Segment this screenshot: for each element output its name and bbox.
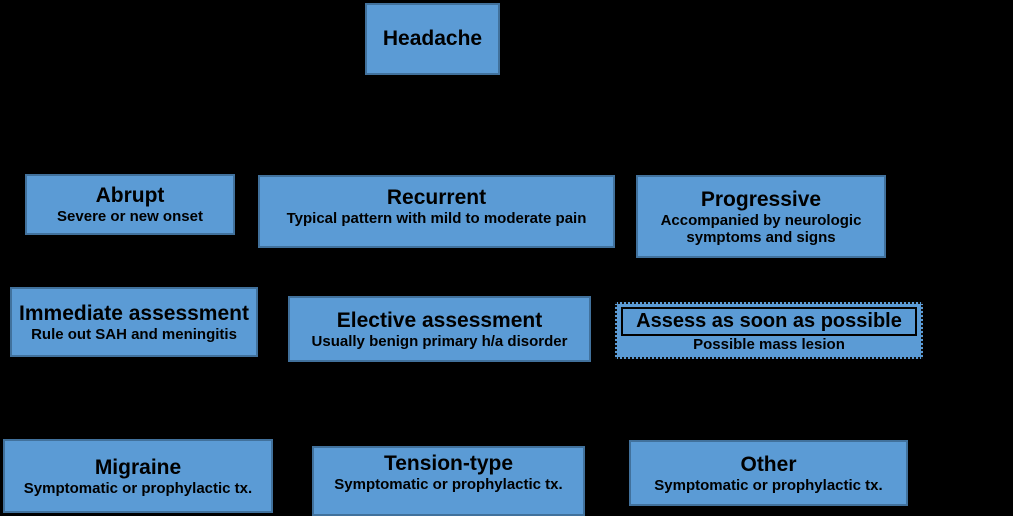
node-subtitle: Severe or new onset bbox=[57, 208, 203, 226]
node-title: Progressive bbox=[700, 187, 822, 211]
node-subtitle: Possible mass lesion bbox=[693, 336, 845, 353]
node-title: Other bbox=[740, 452, 797, 476]
node-other: Other Symptomatic or prophylactic tx. bbox=[629, 440, 908, 506]
node-title-framed: Assess as soon as possible bbox=[621, 307, 917, 336]
node-subtitle: Accompanied by neurologic symptoms and s… bbox=[660, 211, 862, 247]
node-headache: Headache bbox=[365, 3, 500, 75]
node-migraine: Migraine Symptomatic or prophylactic tx. bbox=[3, 439, 273, 513]
node-assess-soon: Assess as soon as possible Possible mass… bbox=[615, 302, 923, 359]
node-title: Immediate assessment bbox=[19, 301, 249, 325]
node-subtitle: Symptomatic or prophylactic tx. bbox=[23, 479, 253, 497]
node-subtitle: Symptomatic or prophylactic tx. bbox=[334, 476, 563, 494]
node-title: Abrupt bbox=[95, 184, 165, 208]
node-title: Migraine bbox=[94, 455, 182, 479]
node-tension-type: Tension-type Symptomatic or prophylactic… bbox=[312, 446, 585, 516]
node-title: Tension-type bbox=[383, 452, 514, 475]
node-progressive: Progressive Accompanied by neurologic sy… bbox=[636, 175, 886, 258]
node-subtitle: Typical pattern with mild to moderate pa… bbox=[286, 210, 587, 228]
node-title: Headache bbox=[382, 27, 483, 51]
node-abrupt: Abrupt Severe or new onset bbox=[25, 174, 235, 235]
node-subtitle: Usually benign primary h/a disorder bbox=[311, 332, 568, 350]
node-elective-assessment: Elective assessment Usually benign prima… bbox=[288, 296, 591, 362]
node-title: Recurrent bbox=[386, 186, 487, 209]
node-subtitle: Rule out SAH and meningitis bbox=[31, 325, 237, 343]
node-subtitle: Symptomatic or prophylactic tx. bbox=[654, 476, 883, 494]
node-title: Elective assessment bbox=[336, 308, 543, 332]
node-immediate-assessment: Immediate assessment Rule out SAH and me… bbox=[10, 287, 258, 357]
node-recurrent: Recurrent Typical pattern with mild to m… bbox=[258, 175, 615, 248]
